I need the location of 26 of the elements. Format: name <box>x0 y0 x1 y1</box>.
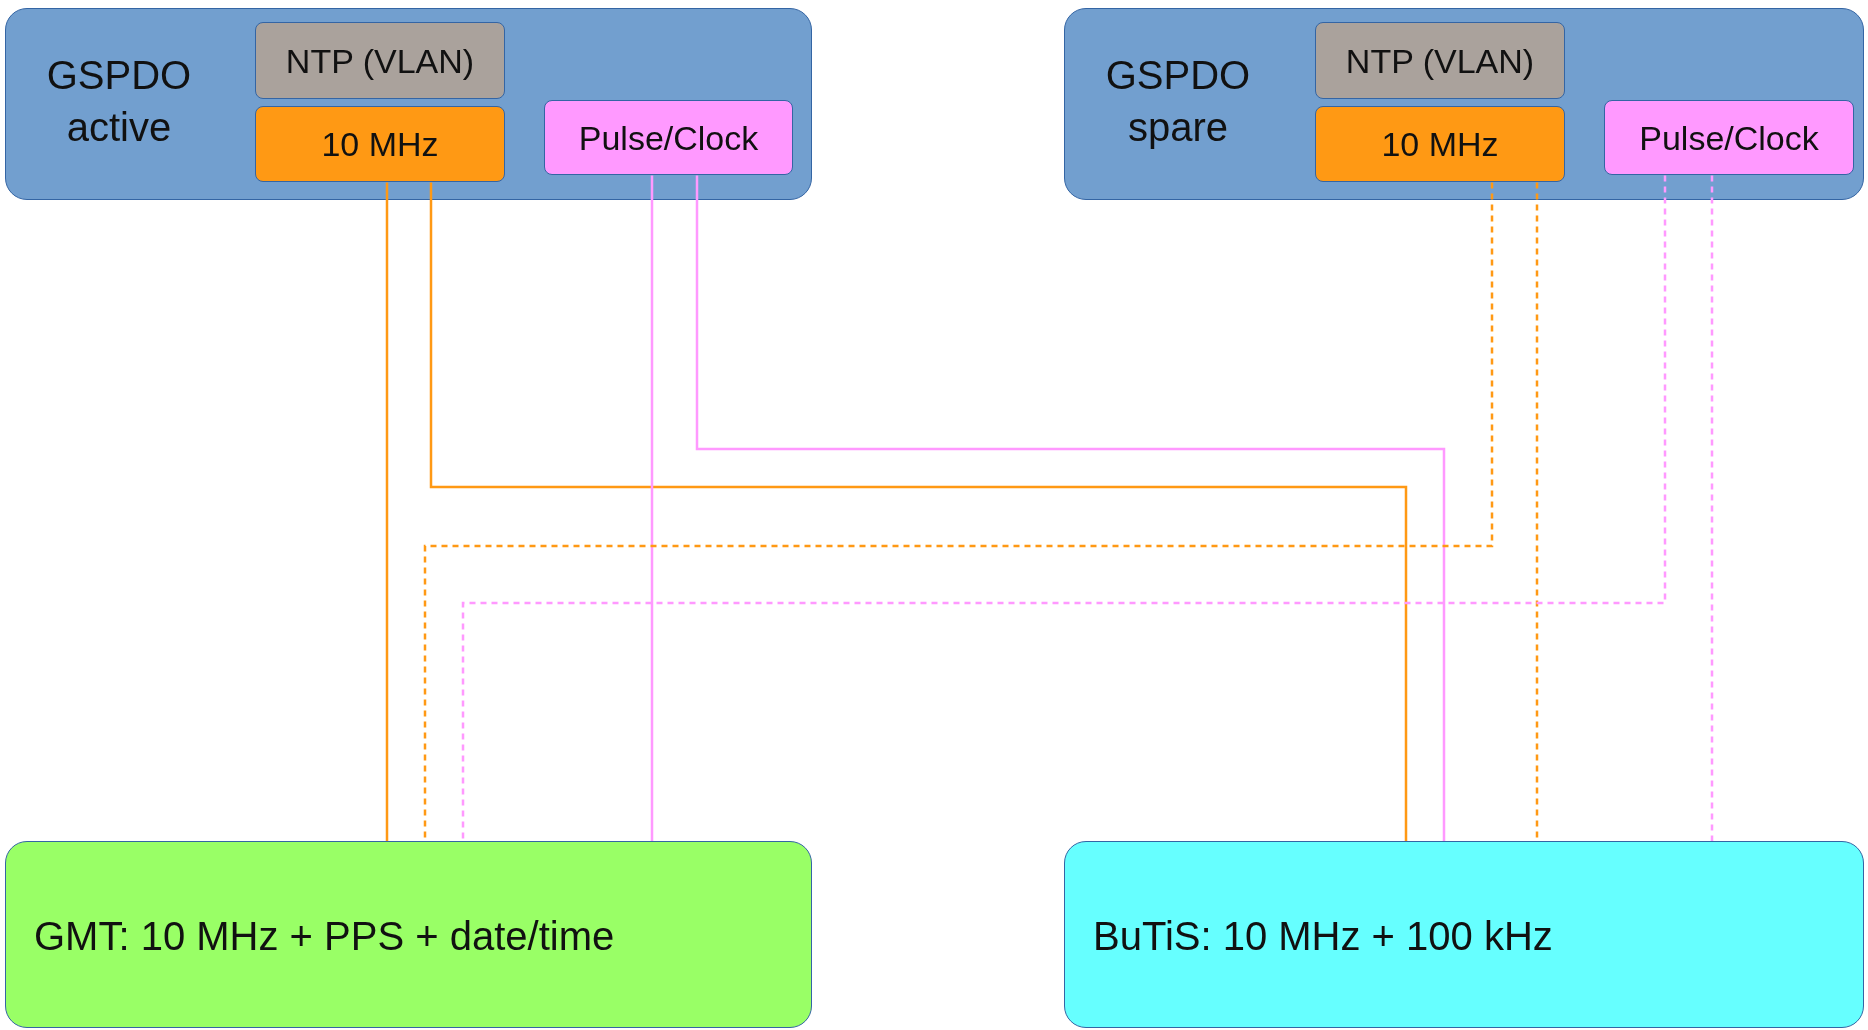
pulse-port-box <box>1604 100 1854 175</box>
dashed-signal-line <box>1710 175 1714 841</box>
port-label: Pulse/Clock <box>1638 118 1820 157</box>
signal-line <box>385 182 389 841</box>
device-box <box>5 8 812 200</box>
pulse-port-box <box>544 100 793 175</box>
port-label: 10 MHz <box>1380 124 1500 164</box>
device-box <box>1064 8 1864 200</box>
port-label: NTP (VLAN) <box>284 41 476 80</box>
device-title: GSPDO active <box>45 52 193 151</box>
frequency-port-box <box>1315 106 1565 182</box>
signal-line <box>695 175 1446 841</box>
signal-line <box>650 175 654 841</box>
dashed-signal-line <box>461 175 1667 841</box>
port-label: Pulse/Clock <box>577 118 760 157</box>
receiver-box <box>5 841 812 1028</box>
receiver-label: GMT: 10 MHz + PPS + date/time <box>34 914 615 959</box>
ntp-port-box <box>255 22 505 99</box>
dashed-signal-line <box>1535 182 1539 841</box>
device-title: GSPDO spare <box>1104 52 1252 151</box>
ntp-port-box <box>1315 22 1565 99</box>
receiver-box <box>1064 841 1864 1028</box>
port-label: NTP (VLAN) <box>1344 41 1536 80</box>
frequency-port-box <box>255 106 505 182</box>
port-label: 10 MHz <box>320 124 440 164</box>
receiver-label: BuTiS: 10 MHz + 100 kHz <box>1093 914 1553 959</box>
